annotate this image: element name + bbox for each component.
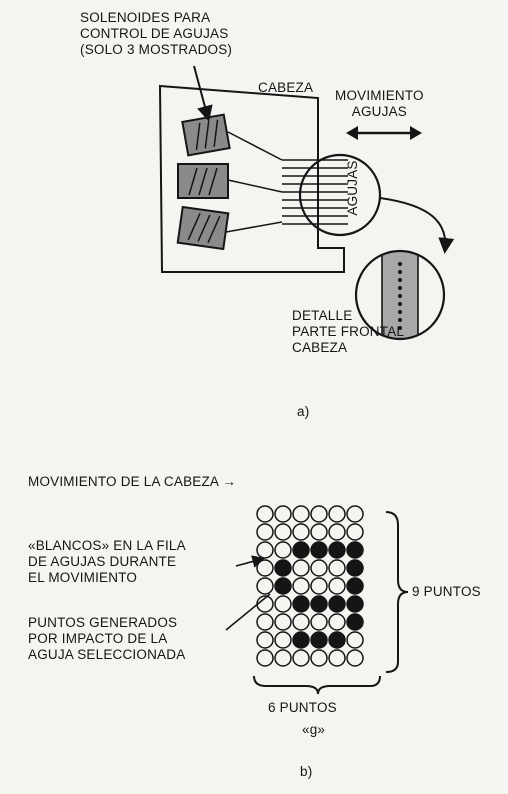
blanks-label: «BLANCOS» EN LA FILA DE AGUJAS DURANTE E…	[28, 538, 186, 585]
blanks-pointer-arrow	[235, 555, 266, 568]
printed-dot	[346, 613, 364, 631]
blank-dot	[328, 505, 346, 523]
control-wires	[225, 131, 283, 233]
printed-dot	[328, 631, 346, 649]
rows-brace	[385, 511, 409, 673]
cols-count-label: 6 PUNTOS	[268, 700, 337, 715]
printed-dot	[346, 559, 364, 577]
blank-dot	[292, 505, 310, 523]
blank-dot	[256, 613, 274, 631]
solenoid-1	[181, 113, 231, 157]
blank-dot	[328, 649, 346, 667]
head-frame	[158, 84, 345, 273]
printed-dot	[328, 541, 346, 559]
blank-dot	[328, 577, 346, 595]
detail-curve-arrow	[379, 197, 455, 254]
printed-dot	[346, 541, 364, 559]
detail-label: DETALLE PARTE FRONTAL CABEZA	[292, 308, 405, 355]
printed-dot	[310, 595, 328, 613]
blank-dot	[292, 559, 310, 577]
dots-pointer-line	[225, 593, 271, 631]
detail-circle	[354, 249, 446, 341]
printed-dot	[310, 541, 328, 559]
blank-dot	[328, 523, 346, 541]
head-label: CABEZA	[258, 80, 314, 95]
blank-dot	[292, 613, 310, 631]
needles-label: AGUJAS	[345, 160, 360, 216]
blank-dot	[310, 523, 328, 541]
blank-dot	[274, 631, 292, 649]
movement-label: MOVIMIENTO AGUJAS	[335, 88, 424, 119]
blank-dot	[328, 613, 346, 631]
solenoid-pointer-arrow	[193, 65, 213, 122]
blank-dot	[274, 541, 292, 559]
rows-count-label: 9 PUNTOS	[412, 584, 481, 599]
printed-dot	[292, 541, 310, 559]
blank-dot	[310, 577, 328, 595]
blank-dot	[256, 577, 274, 595]
blank-dot	[292, 649, 310, 667]
needles-circle	[298, 153, 382, 237]
right-arrow-icon: →	[222, 474, 237, 489]
blank-dot	[310, 649, 328, 667]
head-movement-label: MOVIMIENTO DE LA CABEZA →	[28, 474, 236, 490]
blank-dot	[256, 559, 274, 577]
blank-dot	[274, 613, 292, 631]
character-label: «g»	[302, 722, 326, 737]
solenoids-label: SOLENOIDES PARA CONTROL DE AGUJAS (SOLO …	[80, 10, 233, 57]
blank-dot	[256, 523, 274, 541]
head-movement-text: MOVIMIENTO DE LA CABEZA	[28, 474, 219, 489]
printed-dot	[274, 559, 292, 577]
blank-dot	[274, 505, 292, 523]
solenoid-2	[177, 163, 229, 199]
blank-dot	[310, 559, 328, 577]
blank-dot	[346, 523, 364, 541]
blank-dot	[274, 595, 292, 613]
blank-dot	[310, 505, 328, 523]
printed-dot	[328, 595, 346, 613]
movement-double-arrow	[346, 126, 422, 140]
dot-matrix	[256, 505, 364, 667]
blank-dot	[274, 649, 292, 667]
blank-dot	[310, 613, 328, 631]
needle-bundle	[282, 159, 348, 225]
solenoid-3	[176, 205, 230, 251]
caption-b: b)	[300, 764, 313, 779]
cols-brace	[253, 675, 381, 695]
blank-dot	[328, 559, 346, 577]
printed-dot	[274, 577, 292, 595]
printed-dot	[292, 631, 310, 649]
blank-dot	[292, 577, 310, 595]
dots-label: PUNTOS GENERADOS POR IMPACTO DE LA AGUJA…	[28, 615, 186, 662]
blank-dot	[256, 505, 274, 523]
printed-dot	[310, 631, 328, 649]
blank-dot	[346, 649, 364, 667]
blank-dot	[256, 541, 274, 559]
caption-a: a)	[297, 404, 310, 419]
printed-dot	[292, 595, 310, 613]
blank-dot	[346, 631, 364, 649]
blank-dot	[346, 505, 364, 523]
printed-dot	[346, 577, 364, 595]
blank-dot	[292, 523, 310, 541]
blank-dot	[274, 523, 292, 541]
blank-dot	[256, 649, 274, 667]
blank-dot	[256, 631, 274, 649]
printed-dot	[346, 595, 364, 613]
